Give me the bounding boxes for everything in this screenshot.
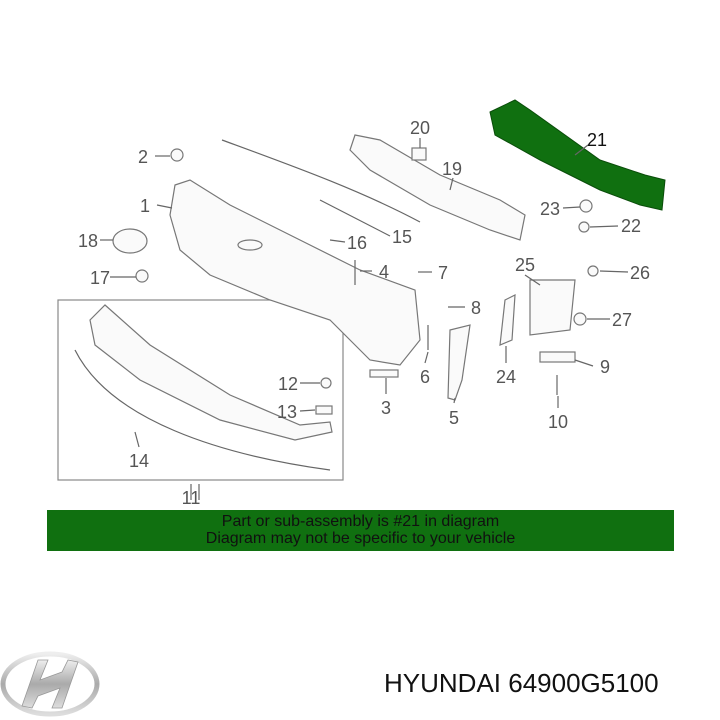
- callout-3: 3: [381, 398, 391, 418]
- clip-17: [135, 269, 149, 283]
- callout-12: 12: [278, 374, 298, 394]
- sub-assembly-11-frame: [57, 299, 344, 481]
- callout-11: 11: [182, 488, 201, 508]
- callout-4: 4: [379, 262, 389, 282]
- callout-18: 18: [78, 231, 98, 251]
- callout-6: 6: [420, 367, 430, 387]
- callout-2: 2: [138, 147, 148, 167]
- lower-lip: [89, 304, 333, 441]
- part-number-label: HYUNDAI 64900G5100: [384, 668, 659, 698]
- callout-25: 25: [515, 255, 535, 275]
- callout-9: 9: [600, 357, 610, 377]
- part-3: [369, 369, 399, 378]
- clip-13: [315, 405, 333, 415]
- callout-21: 21: [587, 130, 607, 150]
- part-25: [529, 279, 576, 336]
- upper-trim-strip: [221, 139, 421, 223]
- hyundai-logo: [0, 651, 100, 717]
- part-20: [411, 147, 427, 161]
- nut-23: [579, 199, 593, 213]
- bolt-26: [587, 265, 599, 277]
- info-banner: Part or sub-assembly is #21 in diagram D…: [47, 510, 674, 551]
- callout-7: 7: [438, 263, 448, 283]
- callout-16: 16: [347, 233, 367, 253]
- bumper-reinforcement-beam-21: [489, 99, 666, 211]
- bumper-emblem-mount: [237, 239, 263, 251]
- part-24: [499, 293, 516, 346]
- callout-24: 24: [496, 367, 516, 387]
- energy-absorber: [349, 134, 526, 241]
- banner-line-1: Part or sub-assembly is #21 in diagram: [221, 513, 500, 530]
- lower-strip: [74, 349, 331, 471]
- callout-14: 14: [129, 451, 149, 471]
- callout-26: 26: [630, 263, 650, 283]
- bolt-12: [320, 377, 332, 389]
- callout-19: 19: [442, 159, 462, 179]
- callout-1: 1: [140, 196, 150, 216]
- nut-27: [573, 312, 587, 326]
- callout-10: 10: [548, 412, 568, 432]
- part-5: [447, 324, 471, 401]
- callout-5: 5: [449, 408, 459, 428]
- callout-17: 17: [90, 268, 110, 288]
- callout-27: 27: [612, 310, 632, 330]
- part-9: [539, 351, 576, 363]
- callout-15: 15: [392, 227, 412, 247]
- callout-13: 13: [277, 402, 297, 422]
- banner-line-2: Diagram may not be specific to your vehi…: [205, 530, 516, 547]
- leader-lines: [100, 138, 629, 500]
- bumper-cover: [169, 179, 421, 366]
- callout-8: 8: [471, 298, 481, 318]
- callout-22: 22: [621, 216, 641, 236]
- callout-23: 23: [540, 199, 560, 219]
- emblem-18: [112, 228, 148, 254]
- bolt-22: [578, 221, 590, 233]
- callout-20: 20: [410, 118, 430, 138]
- bolt-2: [170, 148, 184, 162]
